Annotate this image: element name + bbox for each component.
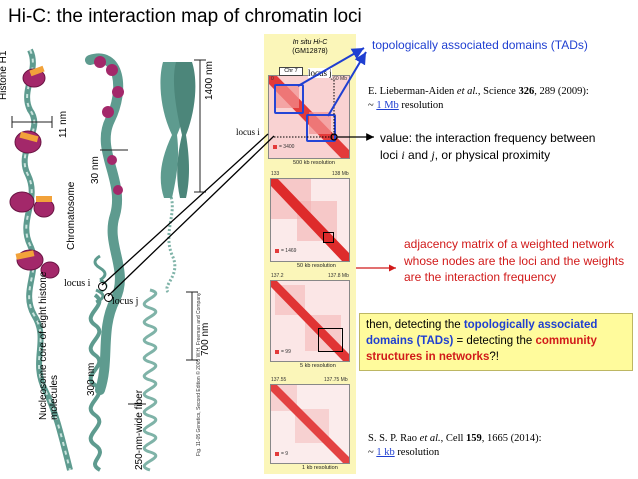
panel1-scale: = 3400 [279, 144, 295, 150]
ref2-journal: , Cell [440, 433, 467, 444]
panel4-x-left: 137.55 [271, 377, 287, 383]
chromosome-shape [160, 62, 196, 198]
slide-title: Hi-C: the interaction map of chromatin l… [8, 6, 362, 27]
value-locus-i: i [401, 148, 405, 162]
hic-map-50kb: = 1469 [270, 178, 350, 262]
ref1-etal: et al. [456, 86, 478, 97]
locus-i-marker [98, 282, 107, 291]
coiled-fiber [142, 189, 177, 472]
reference-rao: S. S. P. Rao et al., Cell 159, 1665 (201… [368, 432, 542, 460]
solenoid-fiber [85, 53, 128, 472]
ref2-tilde: ~ [368, 447, 377, 458]
chromosome-selector: Chr 7 [279, 67, 303, 76]
panel1-x-right: 160 Mb [330, 76, 347, 82]
ref1-suffix: resolution [398, 100, 444, 111]
locus-i-label: locus i [64, 278, 91, 289]
panel4-scale-swatch [275, 452, 279, 456]
value-line2-a: loci [380, 148, 402, 162]
panel3-resolution: 5 kb resolution [300, 363, 336, 369]
panel1-resolution: 500 kb resolution [293, 160, 335, 166]
heatmap-50kb [271, 179, 349, 261]
value-locus-j: j [431, 148, 435, 162]
locus-j-marker [104, 293, 113, 302]
callout-a: then, detecting the [366, 319, 464, 331]
ref1-pages: , 289 (2009): [534, 86, 589, 97]
tad-box-2 [306, 114, 336, 142]
ref1-volume: 326 [518, 86, 535, 97]
locus-j-label: locus j [112, 296, 139, 307]
value-and: and [404, 148, 432, 162]
callout-communities: community structures in networks [366, 335, 597, 363]
ref1-author: E. Lieberman-Aiden [368, 86, 457, 97]
hic-map-5kb: = 99 [270, 280, 350, 362]
ref2-resolution-link[interactable]: 1 kb [376, 447, 395, 458]
callout-tads: topologically associated domains (TADs) [366, 319, 598, 347]
ref1-tilde: ~ [368, 100, 377, 111]
zoom-box-50kb [323, 232, 334, 243]
panel3-scale: = 99 [281, 349, 291, 355]
panel3-x-left: 137.2 [271, 273, 284, 279]
locus-i-connector [101, 133, 269, 286]
panel2-x-right: 138 Mb [332, 171, 349, 177]
tad-community-callout: then, detecting the topologically associ… [359, 313, 633, 371]
panel1-x-left: 0 [271, 76, 274, 82]
zoom-box-5kb [318, 328, 343, 352]
adjacency-description: adjacency matrix of a weighted network w… [404, 237, 625, 284]
value-line1: value: the interaction frequency between [380, 131, 596, 145]
locus-j-connector [107, 135, 275, 297]
panel4-x-right: 137.75 Mb [324, 377, 348, 383]
heatmap-5kb [271, 281, 349, 361]
tad-arrow-2 [327, 51, 367, 117]
value-description: value: the interaction frequency between… [380, 130, 595, 164]
hic-header-line1: In situ Hi-C [292, 39, 328, 46]
callout-e: ?! [489, 351, 499, 363]
panel2-resolution: 50 kb resolution [297, 263, 336, 269]
ref2-volume: 159 [466, 433, 482, 444]
hic-locus-i-label: locus i [236, 127, 260, 137]
hic-header-line2: (GM12878) [292, 48, 328, 55]
panel2-x-left: 133 [271, 171, 280, 177]
nucleosome-chain [9, 48, 73, 471]
panel2-scale-swatch [275, 249, 279, 253]
panel4-scale: = 9 [281, 451, 289, 457]
ref2-pages: , 1665 (2014): [481, 433, 542, 444]
hic-map-500kb: 0 160 Mb = 3400 [268, 75, 350, 159]
tad-label: topologically associated domains (TADs) [372, 38, 588, 52]
tad-arrow-1 [297, 47, 365, 87]
panel2-scale: = 1469 [281, 248, 297, 254]
reference-lieberman-aiden: E. Lieberman-Aiden et al., Science 326, … [368, 85, 589, 113]
ref1-resolution-link[interactable]: 1 Mb [376, 100, 399, 111]
heatmap-1kb [271, 385, 349, 463]
ref1-journal: , Science [477, 86, 519, 97]
ref2-suffix: resolution [394, 447, 440, 458]
ref2-author: S. S. P. Rao [368, 433, 420, 444]
hic-map-1kb: = 9 [270, 384, 350, 464]
tad-box-1 [274, 84, 304, 114]
callout-c: = detecting the [453, 335, 536, 347]
panel3-scale-swatch [275, 350, 279, 354]
panel4-resolution: 1 kb resolution [302, 465, 338, 471]
panel3-x-right: 137.8 Mb [328, 273, 349, 279]
panel1-scale-swatch [273, 145, 277, 149]
value-line2-b: , or physical proximity [434, 148, 551, 162]
ref2-etal: et al. [419, 433, 441, 444]
chromatin-structure-figure [9, 48, 206, 472]
